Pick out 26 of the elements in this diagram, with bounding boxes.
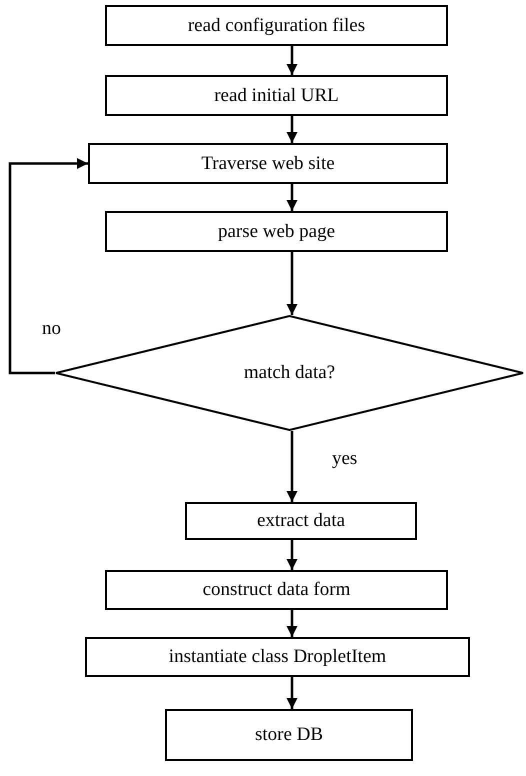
node-label: read configuration files: [188, 14, 366, 36]
arrow: [286, 540, 298, 570]
process-box: [185, 502, 417, 540]
arrow: [286, 46, 298, 75]
node-label: store DB: [254, 724, 324, 746]
node-label: match data?: [244, 362, 336, 384]
process-box: [105, 5, 448, 46]
process-box: [105, 211, 448, 252]
process-box: [85, 637, 470, 677]
process-box: [88, 143, 448, 184]
process-box: [105, 570, 448, 610]
arrow: [286, 677, 298, 709]
node-label: construct data form: [202, 579, 350, 601]
process-box: [105, 75, 448, 116]
arrow: [286, 116, 298, 143]
node-label: extract data: [256, 510, 346, 532]
node-label: instantiate class DropletItem: [168, 646, 386, 668]
node-label: read initial URL: [214, 84, 339, 106]
node-label: parse web page: [218, 220, 336, 242]
arrow: [286, 184, 298, 211]
arrow: [286, 431, 298, 502]
node-label: Traverse web site: [201, 152, 335, 174]
process-box: [165, 709, 413, 761]
arrow: [286, 610, 298, 637]
arrow: [8, 158, 88, 374]
arrow: [286, 252, 298, 315]
